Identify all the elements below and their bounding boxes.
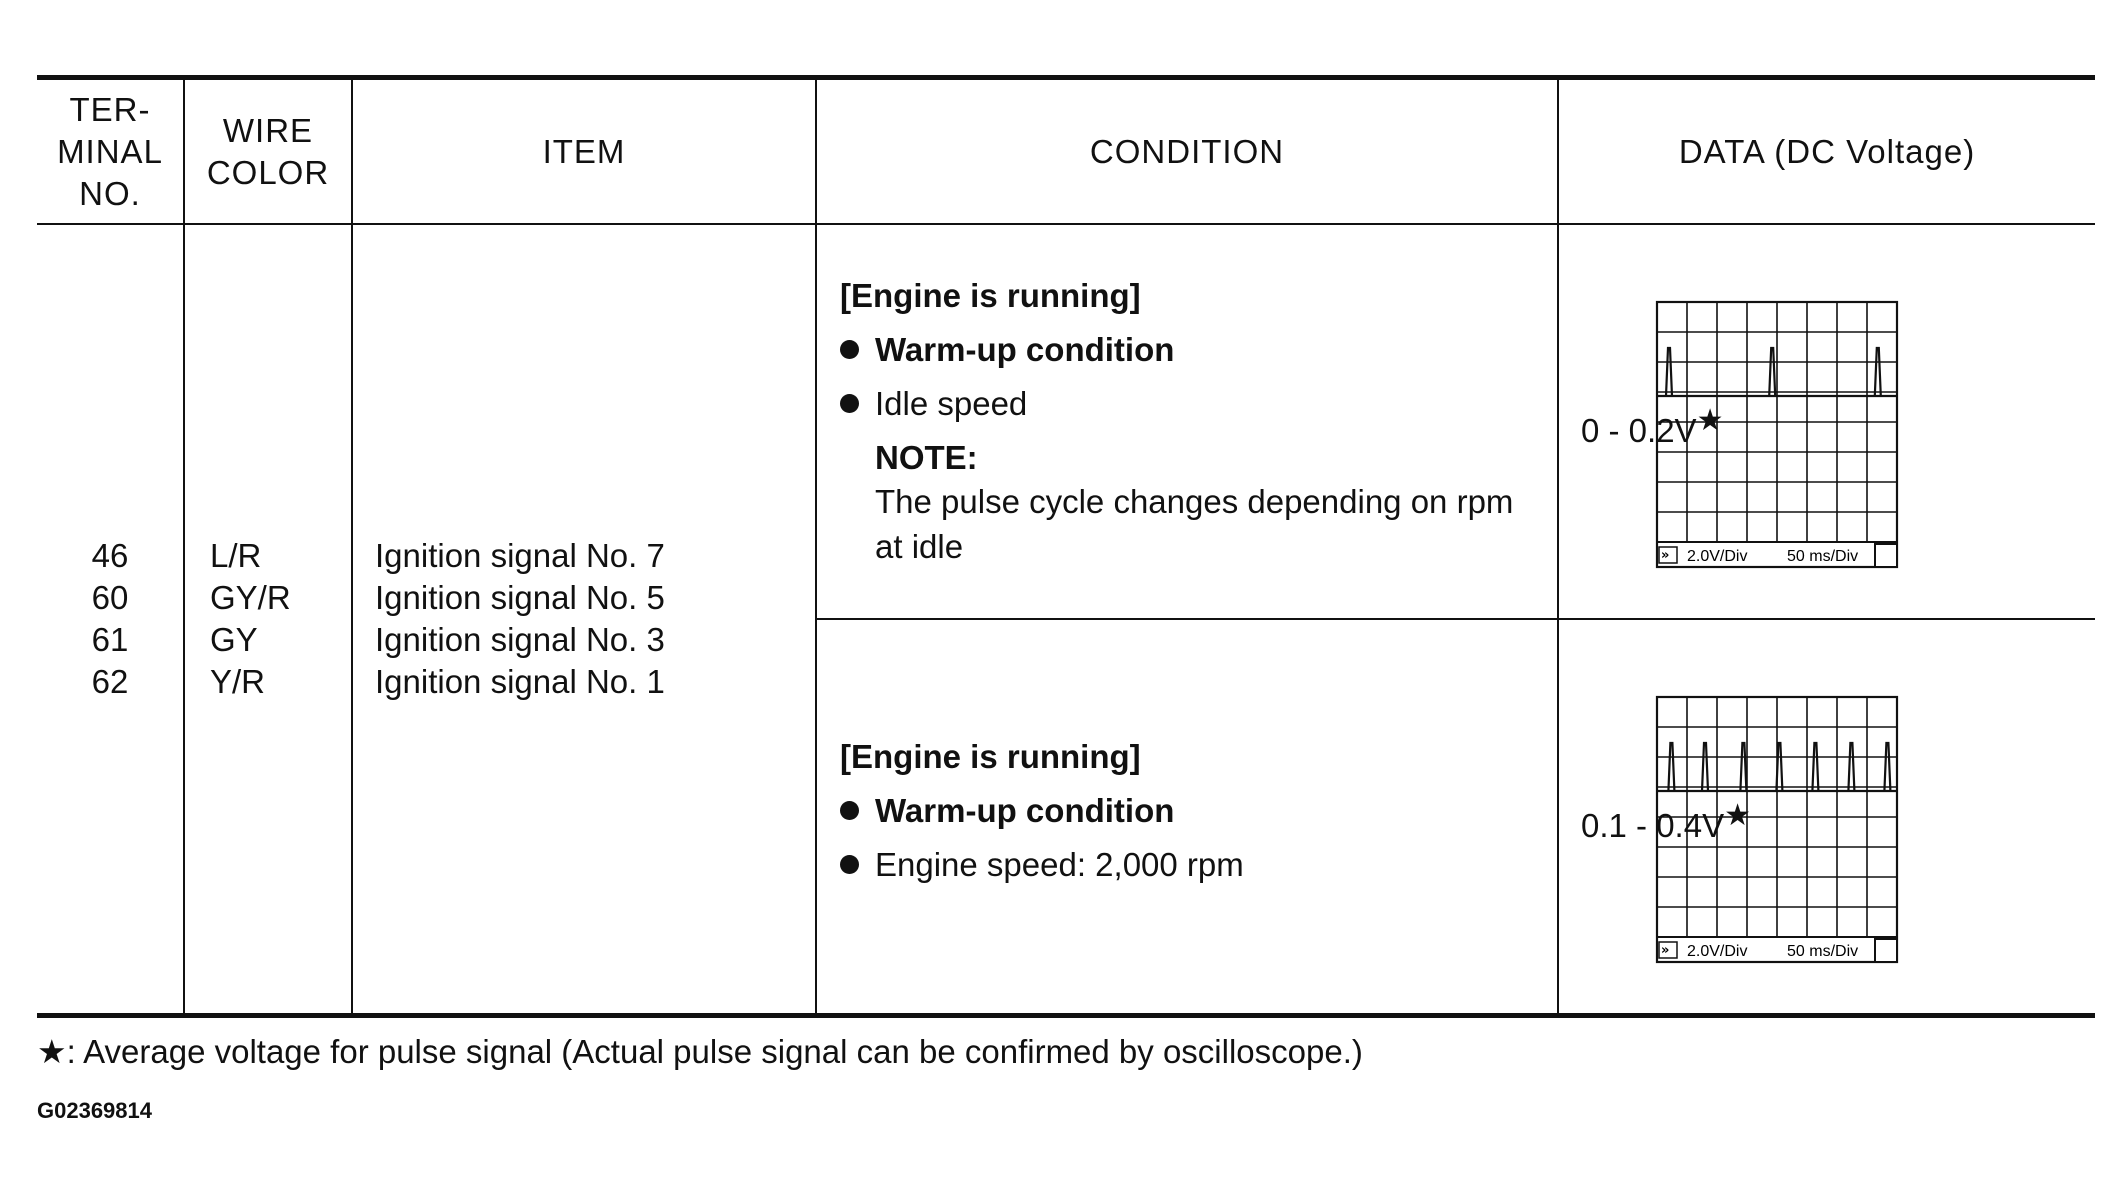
star-icon: ★	[37, 1033, 67, 1070]
condition-cell-2000rpm: [Engine is running] Warm-up condition En…	[816, 619, 1559, 1016]
scope-frame	[1655, 300, 1899, 569]
condition-bullet-text: Warm-up condition	[875, 791, 1175, 829]
scope-time-div-label: 50 ms/Div	[1787, 548, 1858, 565]
condition-bullet-text: Idle speed	[875, 384, 1028, 422]
note-text: The pulse cycle changes depending on rpm…	[875, 479, 1557, 569]
terminal-numbers-cell: 46 60 61 62	[37, 224, 185, 1016]
scope-corner-box	[1874, 543, 1898, 568]
scope-run-icon-glyph: »	[1661, 943, 1669, 958]
footnote: ★: Average voltage for pulse signal (Act…	[37, 1032, 1363, 1071]
note-line: at idle	[875, 527, 964, 565]
scope-run-icon	[1658, 941, 1678, 959]
scope-frame	[1655, 695, 1899, 964]
scope-run-icon-glyph: »	[1661, 548, 1669, 563]
header-item: ITEM	[351, 77, 817, 225]
bullet-dot-icon	[840, 855, 859, 874]
scope-pulse	[1775, 741, 1784, 792]
scope-pulse	[1768, 346, 1777, 397]
scope-pulse	[1667, 741, 1676, 792]
condition-bullet: Engine speed: 2,000 rpm	[840, 844, 1557, 886]
condition-heading: [Engine is running]	[840, 737, 1141, 775]
header-row: TER- MINAL NO. WIRE COLOR ITEM CONDITION…	[37, 77, 2095, 225]
header-data: DATA (DC Voltage)	[1557, 77, 2095, 225]
wire-color: GY	[210, 621, 258, 658]
terminal-spec-table: TER- MINAL NO. WIRE COLOR ITEM CONDITION…	[37, 75, 2095, 1018]
scope-volt-div-label: 2.0V/Div	[1687, 548, 1747, 565]
scope-pulse	[1883, 741, 1892, 792]
scope-pulse	[1700, 741, 1710, 792]
data-cell-idle: 0 - 0.2V★ » 2.0V/Div 50 ms/Div	[1557, 224, 2095, 620]
header-wire-line-2: COLOR	[206, 153, 330, 191]
table-row: [Engine is running] Warm-up condition En…	[37, 619, 2095, 1016]
scope-run-icon	[1658, 546, 1678, 564]
figure-id: G02369814	[37, 1098, 152, 1123]
item-label: Ignition signal No. 7	[375, 537, 665, 574]
header-terminal-line-1: TER-	[69, 90, 151, 128]
scope-pulse	[1739, 741, 1748, 792]
specification-table-wrapper: TER- MINAL NO. WIRE COLOR ITEM CONDITION…	[37, 75, 2095, 1018]
voltage-value: 0 - 0.2V★	[1581, 405, 2095, 452]
condition-bullet: Warm-up condition	[840, 329, 1557, 371]
terminal-number: 61	[91, 621, 129, 658]
condition-bullet-text: Warm-up condition	[875, 330, 1175, 368]
bullet-dot-icon	[840, 340, 859, 359]
bullet-dot-icon	[840, 394, 859, 413]
note-block: NOTE: The pulse cycle changes depending …	[840, 437, 1557, 569]
condition-heading: [Engine is running]	[840, 276, 1141, 314]
condition-bullet: Idle speed	[840, 383, 1557, 425]
voltage-text: 0 - 0.2V	[1581, 411, 1697, 449]
header-wire-color: WIRE COLOR	[183, 77, 353, 225]
terminal-number: 46	[91, 537, 129, 574]
scope-pulse	[1873, 346, 1882, 397]
scope-corner-box	[1874, 938, 1898, 963]
wire-colors-cell: L/R GY/R GY Y/R	[183, 224, 353, 1016]
voltage-text: 0.1 - 0.4V	[1581, 806, 1725, 844]
condition-cell-idle: [Engine is running] Warm-up condition Id…	[815, 224, 1559, 620]
wire-color: Y/R	[210, 663, 266, 700]
footnote-text: : Average voltage for pulse signal (Actu…	[66, 1033, 1363, 1070]
condition-bullet: Warm-up condition	[840, 790, 1557, 832]
terminal-number: 62	[91, 663, 129, 700]
star-icon: ★	[1696, 403, 1724, 437]
scope-pulse	[1664, 346, 1674, 397]
scope-pulse	[1847, 741, 1856, 792]
scope-pulse	[1811, 741, 1820, 792]
header-terminal-no: TER- MINAL NO.	[37, 77, 185, 225]
terminal-number: 60	[91, 579, 129, 616]
condition-bullet-text: Engine speed: 2,000 rpm	[875, 845, 1244, 883]
wire-color: L/R	[210, 537, 262, 574]
note-title: NOTE:	[875, 438, 978, 476]
items-cell: Ignition signal No. 7 Ignition signal No…	[351, 224, 817, 1016]
item-label: Ignition signal No. 1	[375, 663, 665, 700]
scope-time-div-label: 50 ms/Div	[1787, 943, 1858, 960]
note-line: The pulse cycle changes depending on rpm	[875, 482, 1514, 520]
table-row: 46 60 61 62 L/R GY/R GY Y/R	[37, 224, 2095, 1016]
header-condition: CONDITION	[815, 77, 1559, 225]
item-label: Ignition signal No. 5	[375, 579, 665, 616]
header-terminal-line-3: NO.	[79, 174, 141, 212]
bullet-dot-icon	[840, 801, 859, 820]
oscilloscope-waveform-2000rpm: » 2.0V/Div 50 ms/Div	[1655, 695, 1899, 964]
header-wire-line-1: WIRE	[222, 111, 314, 149]
scope-volt-div-label: 2.0V/Div	[1687, 943, 1747, 960]
header-terminal-line-2: MINAL	[57, 132, 163, 170]
item-label: Ignition signal No. 3	[375, 621, 665, 658]
wire-color: GY/R	[210, 579, 291, 616]
oscilloscope-waveform-idle: » 2.0V/Div 50 ms/Div	[1655, 300, 1899, 569]
